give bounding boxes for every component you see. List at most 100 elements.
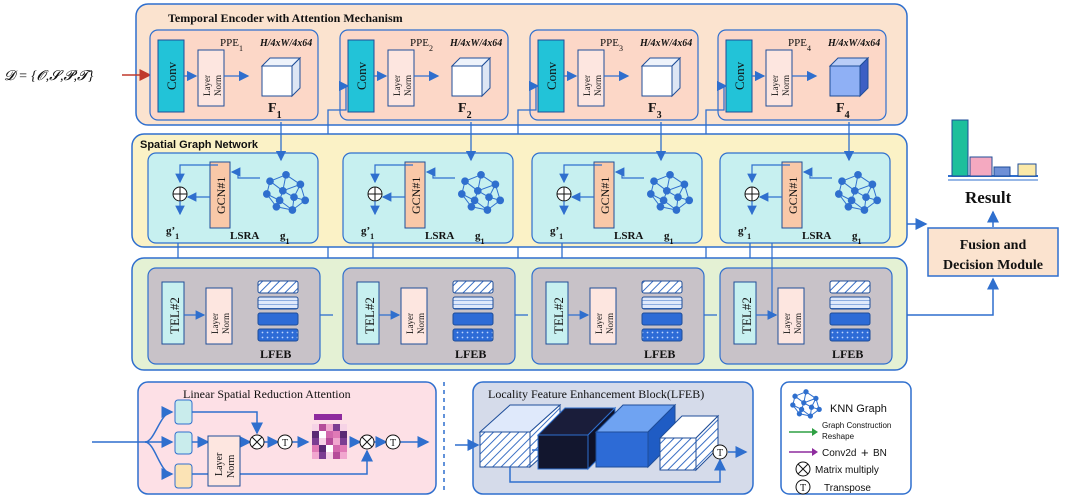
legend-knn-label: KNN Graph [830, 403, 887, 415]
svg-text:Norm: Norm [593, 75, 603, 96]
lfeb-detail-flow [455, 403, 748, 483]
lsra-transpose-icon-1: T [277, 434, 293, 450]
lfeb-label: LFEB [260, 347, 291, 361]
svg-text:Layer: Layer [202, 75, 212, 96]
knn-graph-icon [790, 389, 822, 419]
spatial-graph-panel: Spatial Graph Network [131, 133, 908, 248]
svg-text:T: T [717, 448, 723, 459]
ppe-label: PPE4 [788, 37, 811, 53]
feature-size-label: H/4xW/4x64 [449, 38, 502, 49]
svg-text:Layer: Layer [582, 75, 592, 96]
fusion-line-2: Decision Module [943, 258, 1043, 273]
fusion-line-1: Fusion and [960, 238, 1027, 253]
attention-heatmap [312, 414, 347, 459]
lsra-detail-title: Linear Spatial Reduction Attention [183, 387, 351, 401]
gcn-label: GCN#1 [409, 177, 423, 214]
g-prime-label: g’1 [361, 225, 374, 241]
result-bar-1 [951, 119, 969, 177]
legend-graph-label: Graph Construction [822, 421, 891, 430]
svg-text:T: T [282, 438, 288, 449]
lsra-label: LSRA [230, 230, 259, 242]
temporal-encoder-panel: Temporal Encoder with Attention Mechanis… [135, 3, 908, 126]
result-bar-2 [969, 156, 993, 177]
g-prime-label: g’1 [550, 225, 563, 241]
legend-transpose-label: Transpose [824, 483, 871, 494]
lfeb-transpose-icon: T [712, 444, 728, 460]
lfeb-row-panel [131, 257, 908, 371]
feature-size-label: H/4xW/4x64 [827, 38, 880, 49]
feature-size-label: H/4xW/4x64 [639, 38, 692, 49]
svg-text:Layer: Layer [782, 313, 792, 334]
lsra-matmul-icon-2 [359, 434, 375, 450]
tel-label: TEL#2 [739, 297, 754, 334]
lsra-detail-flow [92, 406, 430, 480]
lsra-transpose-icon-2: T [385, 434, 401, 450]
legend-graph-arrow [789, 428, 818, 436]
result-label: Result [965, 188, 1012, 207]
legend-conv-label: Conv2d [822, 448, 856, 459]
tel-label: TEL#2 [167, 297, 182, 334]
legend-conv-arrow [789, 448, 818, 456]
input-dataset-label: 𝓓 = {𝓞,𝓢,𝓟,𝓣} [4, 69, 94, 84]
lsra-matmul-icon-1 [249, 434, 265, 450]
result-chart [948, 119, 1038, 181]
conv-label: Conv [164, 61, 179, 90]
lsra-v-block [174, 463, 193, 489]
lfeb-label: LFEB [832, 347, 863, 361]
knn-graph-icon [457, 170, 505, 214]
svg-text:Norm: Norm [793, 313, 803, 334]
knn-graph-icon [834, 170, 882, 214]
feature-label: F3 [648, 101, 662, 121]
svg-text:Layer: Layer [594, 313, 604, 334]
svg-text:Layer: Layer [770, 75, 780, 96]
svg-text:Layer: Layer [405, 313, 415, 334]
result-bar-4 [1017, 163, 1037, 177]
lsra-label: LSRA [802, 230, 831, 242]
svg-text:Layer: Layer [214, 452, 225, 476]
svg-text:Layer: Layer [392, 75, 402, 96]
conv-label: Conv [732, 61, 747, 90]
feature-label: F1 [268, 101, 282, 121]
gcn-label: GCN#1 [214, 177, 228, 214]
legend-panel [780, 381, 912, 495]
tel-label: TEL#2 [551, 297, 566, 334]
svg-text:Norm: Norm [605, 313, 615, 334]
svg-text:Layer: Layer [210, 313, 220, 334]
spatial-block-4: GCN#1 g’1 LSRA g1 [719, 122, 891, 280]
ppe-label: PPE3 [600, 37, 623, 53]
legend-bn-label: BN [873, 448, 887, 459]
lfeb-label: LFEB [455, 347, 486, 361]
tel-label: TEL#2 [362, 297, 377, 334]
lsra-layer-norm: Layer Norm [207, 435, 241, 487]
feature-size-label: H/4xW/4x64 [259, 38, 312, 49]
legend-transpose-icon: T [795, 479, 811, 495]
g-prime-label: g’1 [738, 225, 751, 241]
svg-text:Norm: Norm [213, 75, 223, 96]
ppe-label: PPE1 [220, 37, 243, 53]
lfeb4-input-arrow [767, 243, 778, 320]
svg-text:Norm: Norm [226, 454, 237, 478]
temporal-encoder-title: Temporal Encoder with Attention Mechanis… [168, 11, 403, 25]
gcn-label: GCN#1 [598, 177, 612, 214]
gcn-label: GCN#1 [786, 177, 800, 214]
svg-text:Norm: Norm [781, 75, 791, 96]
legend-matmul-icon [795, 461, 811, 477]
lfeb-detail-title: Locality Feature Enhancement Block(LFEB) [488, 387, 704, 401]
spatial-graph-title: Spatial Graph Network [140, 139, 259, 151]
lfeb-label: LFEB [644, 347, 675, 361]
feature-label: F4 [836, 101, 850, 121]
g-label: g1 [475, 230, 485, 246]
g-label: g1 [852, 230, 862, 246]
knn-graph-icon [262, 170, 310, 214]
lsra-k-block [174, 431, 193, 455]
